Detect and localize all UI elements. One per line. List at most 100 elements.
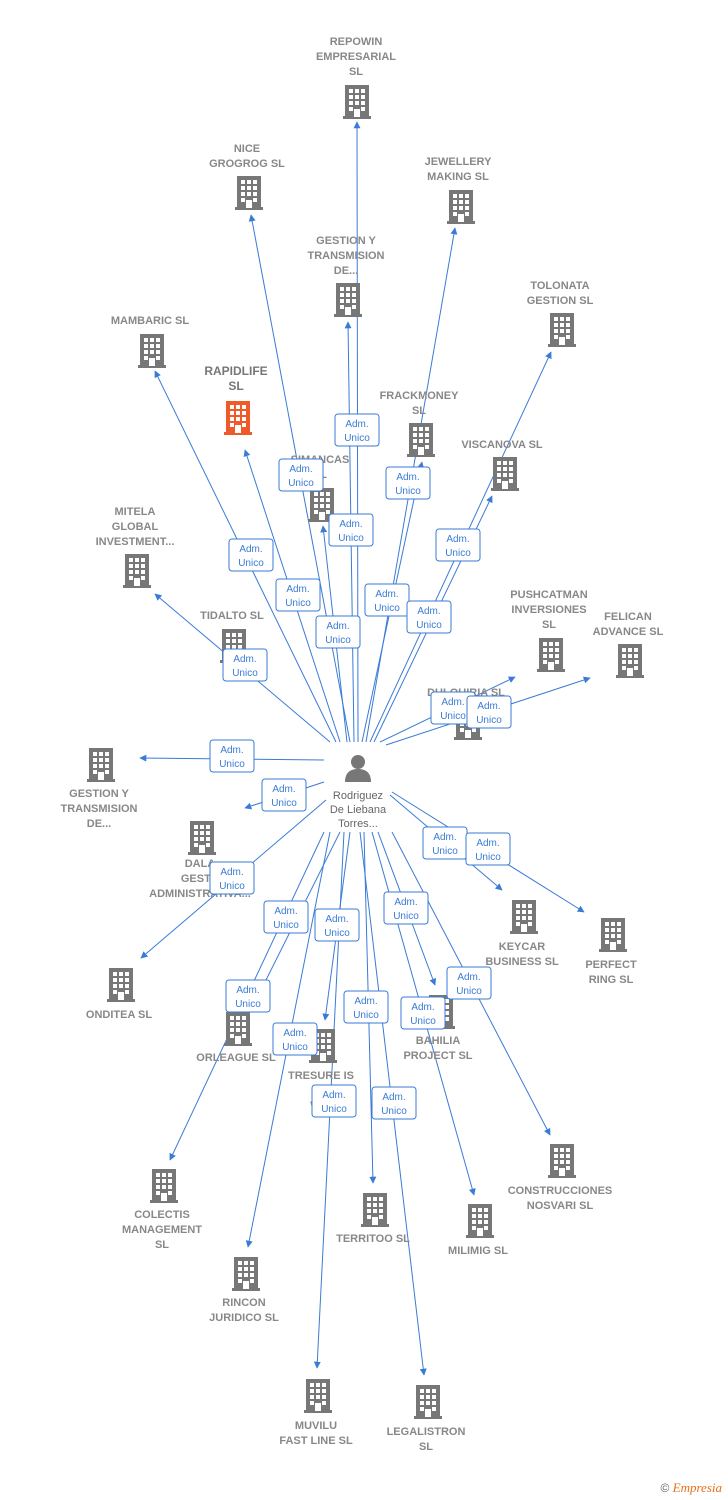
company-node-viscanova[interactable]: VISCANOVA SL	[461, 439, 543, 491]
role-badge-mitela[interactable]: Adm.Unico	[222, 648, 268, 682]
company-label-line: REPOWIN	[330, 36, 383, 48]
company-label-line: SL	[542, 619, 556, 631]
role-badge-jewellery[interactable]: Adm.Unico	[385, 466, 431, 500]
role-badge-gestion-transmision-left[interactable]: Adm.Unico	[209, 739, 255, 773]
company-label-line: EMPRESARIAL	[316, 51, 396, 63]
badge-text-line: Adm.	[457, 972, 480, 983]
company-node-milimig[interactable]: MILIMIG SL	[448, 1204, 508, 1257]
role-badge-legalistron[interactable]: Adm.Unico	[371, 1086, 417, 1120]
role-badge-territoo[interactable]: Adm.Unico	[343, 990, 389, 1024]
role-badge-tolonata[interactable]: Adm.Unico	[435, 528, 481, 562]
role-badge-nice[interactable]: Adm.Unico	[278, 458, 324, 492]
company-node-mambaric[interactable]: MAMBARIC SL	[111, 315, 189, 368]
role-badge-dala[interactable]: Adm.Unico	[261, 778, 307, 812]
badge-box	[311, 1084, 357, 1118]
company-node-onditea[interactable]: ONDITEA SL	[86, 968, 152, 1021]
role-badge-tresure[interactable]: Adm.Unico	[314, 908, 360, 942]
company-label-line: RAPIDLIFE	[204, 364, 267, 378]
badge-box	[371, 1086, 417, 1120]
company-node-orleague[interactable]: ORLEAGUE SL	[196, 1012, 276, 1064]
company-label-line: RINCON	[222, 1297, 265, 1309]
badge-text-line: Unico	[410, 1016, 436, 1027]
badge-text-line: Unico	[219, 881, 245, 892]
company-node-rincon[interactable]: RINCON JURIDICO SL	[209, 1257, 279, 1324]
person-icon	[345, 755, 371, 782]
company-label-line: NOSVARI SL	[527, 1200, 594, 1212]
badge-text-line: Adm.	[322, 1090, 345, 1101]
badge-box	[343, 990, 389, 1024]
role-badge-construcciones[interactable]: Adm. Unico	[446, 966, 492, 1000]
company-node-gestion-transmision-left[interactable]: GESTION YTRANSMISIONDE...	[61, 748, 138, 830]
badge-box	[406, 600, 452, 634]
badge-text-line: Unico	[440, 711, 466, 722]
building-icon	[188, 821, 216, 855]
role-badge-orleague[interactable]: Adm.Unico	[263, 900, 309, 934]
company-label-line: JURIDICO SL	[209, 1312, 279, 1324]
role-badge-milimig[interactable]: Adm.Unico	[400, 996, 446, 1030]
role-badge-muvilu[interactable]: Adm.Unico	[311, 1084, 357, 1118]
role-badge-simancas[interactable]: Adm.Unico	[315, 615, 361, 649]
badge-box	[263, 900, 309, 934]
badge-text-line: Unico	[381, 1106, 407, 1117]
role-badge-repowin[interactable]: Adm.Unico	[334, 413, 380, 447]
company-label-line: SL	[412, 405, 426, 417]
company-node-mitela[interactable]: MITELAGLOBALINVESTMENT...	[96, 506, 175, 588]
role-badge-keycar[interactable]: Adm.Unico	[422, 826, 468, 860]
company-label-line: INVERSIONES	[511, 604, 586, 616]
badge-text-line: Adm.	[286, 584, 309, 595]
role-badge-pushcatman[interactable]: Adm.Unico	[430, 691, 476, 725]
building-icon	[123, 554, 151, 588]
company-label-line: VISCANOVA SL	[461, 439, 543, 451]
role-badge-bahilia[interactable]: Adm.Unico	[383, 891, 429, 925]
company-label-line: MITELA	[115, 506, 156, 518]
brand-logo: Empresia	[672, 1480, 722, 1495]
badge-text-line: Adm.	[476, 838, 499, 849]
company-node-tidalto[interactable]: TIDALTO SL	[200, 610, 264, 663]
role-badge-frackmoney[interactable]: Adm.Unico	[364, 583, 410, 617]
company-label-line: TRANSMISION	[308, 250, 385, 262]
company-node-pushcatman[interactable]: PUSHCATMAN INVERSIONES SL	[510, 589, 588, 672]
role-badge-colectis[interactable]: Adm.Unico	[225, 979, 271, 1013]
building-icon	[537, 638, 565, 672]
company-label-line: KEYCAR	[499, 941, 546, 953]
role-badge-onditea[interactable]: Adm.Unico	[209, 861, 255, 895]
badge-text-line: Unico	[395, 486, 421, 497]
badge-box	[446, 966, 492, 1000]
company-label-line: PUSHCATMAN	[510, 589, 587, 601]
center-person[interactable]: Rodriguez De Liebana Torres...	[330, 755, 387, 830]
role-badge-tidalto[interactable]: Adm.Unico	[275, 578, 321, 612]
company-node-gestion-transmision-top[interactable]: GESTION YTRANSMISIONDE...	[308, 235, 385, 317]
role-badge-mambaric[interactable]: Adm.Unico	[228, 538, 274, 572]
role-badge-gestion-transmision-top[interactable]: Adm.Unico	[328, 513, 374, 547]
badge-text-line: Unico	[456, 986, 482, 997]
building-icon	[414, 1385, 442, 1419]
role-badge-rincon[interactable]: Adm.Unico	[272, 1022, 318, 1056]
role-badge-viscanova[interactable]: Adm.Unico	[406, 600, 452, 634]
person-name-line-2: De Liebana	[330, 804, 387, 816]
copyright-icon: ©	[660, 1481, 670, 1495]
role-badge-perfect-ring[interactable]: Adm.Unico	[465, 832, 511, 866]
company-label-line: LEGALISTRON	[387, 1426, 466, 1438]
badge-text-line: Unico	[476, 715, 502, 726]
company-node-territoo[interactable]: TERRITOO SL	[336, 1193, 410, 1245]
building-icon	[150, 1169, 178, 1203]
badge-box	[383, 891, 429, 925]
company-label-line: TRESURE IS	[288, 1070, 354, 1082]
building-icon	[491, 457, 519, 491]
role-badge-felican[interactable]: Adm.Unico	[466, 695, 512, 729]
